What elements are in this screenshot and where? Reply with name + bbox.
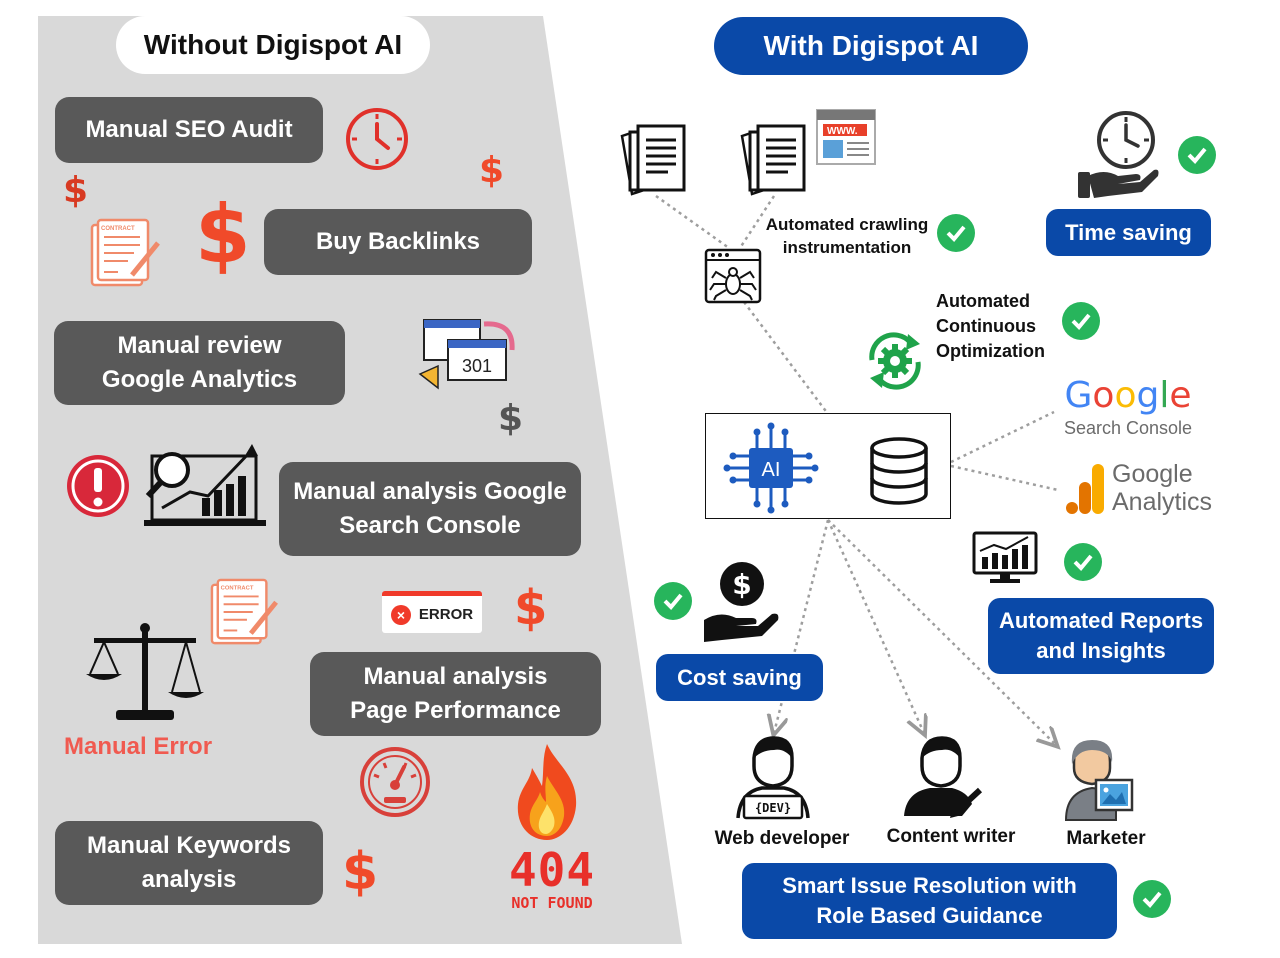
time-saving-clock-icon [1078, 111, 1159, 198]
time-saving-label: Time saving [1046, 209, 1211, 256]
manual-analysis-page-performance-label: Manual analysis Page Performance [310, 652, 601, 736]
check-icon [1064, 543, 1102, 581]
contract-icon: CONTRACT [210, 578, 278, 645]
svg-text:AI: AI [762, 459, 781, 481]
gear-cycle-icon [869, 332, 921, 390]
buy-backlinks-label: Buy Backlinks [264, 209, 532, 275]
marketer-label: Marketer [1066, 828, 1146, 849]
document-icon [740, 124, 806, 196]
redirect-301-icon: 301 [418, 319, 515, 390]
check-icon [654, 582, 692, 620]
spider-crawler-icon [704, 248, 762, 304]
google-wordmark: Google [1064, 375, 1192, 416]
reports-insights-label: Automated Reports and Insights [988, 598, 1214, 674]
growth-chart-icon [144, 444, 266, 526]
content-writer-icon [904, 736, 983, 818]
dollar-icon: $ [342, 842, 379, 902]
manual-analysis-gsc-label: Manual analysis Google Search Console [279, 462, 581, 556]
svg-text:CONTRACT: CONTRACT [221, 586, 254, 592]
manual-seo-audit-label: Manual SEO Audit [55, 97, 323, 163]
ai-chip-icon: AI [723, 422, 819, 514]
analytics-monitor-icon [972, 531, 1038, 583]
google-analytics-logo: Google Analytics [1064, 460, 1214, 516]
smart-issue-resolution-label: Smart Issue Resolution with Role Based G… [742, 863, 1117, 939]
svg-text:CONTRACT: CONTRACT [101, 226, 135, 232]
google-search-console-logo: Google Search Console [1058, 376, 1198, 439]
web-developer-label: Web developer [714, 828, 850, 849]
check-icon [1133, 880, 1171, 918]
scale-icon [86, 623, 204, 720]
search-console-text: Search Console [1063, 418, 1193, 438]
404-text: NOT FOUND [511, 894, 593, 912]
dollar-icon: $ [63, 170, 89, 211]
cost-saving-hand-icon: $ [704, 562, 779, 642]
developer-icon: {DEV} [736, 736, 810, 820]
manual-error-label: Manual Error [64, 733, 213, 760]
crawling-label: Automated crawling instrumentation [765, 215, 929, 257]
svg-text:301: 301 [462, 356, 492, 376]
404-icon: 404 NOT FOUND [492, 846, 612, 912]
error-x-icon: × [390, 604, 411, 625]
manual-keywords-analysis-label: Manual Keywords analysis [55, 821, 323, 905]
dollar-icon: $ [514, 580, 548, 636]
with-title: With Digispot AI [763, 30, 979, 61]
cost-saving-label: Cost saving [656, 654, 823, 701]
svg-text:WWW.: WWW. [827, 126, 858, 137]
without-title: Without Digispot AI [143, 29, 403, 60]
with-title-pill: With Digispot AI [714, 17, 1028, 75]
404-code: 404 [508, 843, 596, 897]
analytics-bars-icon [1066, 464, 1104, 514]
optimization-label: Automated Continuous Optimization [936, 291, 1045, 361]
analytics-product-text: Analytics [1112, 488, 1213, 516]
dollar-icon: $ [498, 398, 524, 439]
analytics-google-text: Google [1112, 460, 1193, 488]
error-badge-text: ERROR [418, 606, 474, 623]
database-icon [870, 437, 928, 505]
check-icon [937, 214, 975, 252]
check-icon [1178, 136, 1216, 174]
clock-icon [346, 108, 408, 170]
fire-icon [517, 744, 577, 840]
contract-icon: CONTRACT [90, 218, 160, 287]
error-badge-icon: × ERROR [382, 591, 482, 633]
alert-icon [67, 455, 129, 517]
manual-review-ga-label: Manual review Google Analytics [54, 321, 345, 405]
svg-text:$: $ [732, 568, 751, 601]
marketer-icon [1064, 740, 1134, 821]
document-icon [620, 124, 686, 196]
check-icon [1062, 302, 1100, 340]
without-title-pill: Without Digispot AI [116, 16, 430, 74]
content-writer-label: Content writer [886, 826, 1016, 847]
dollar-icon: $ [195, 188, 251, 281]
dollar-icon: $ [479, 150, 505, 191]
browser-www-icon: WWW. [816, 109, 876, 165]
speedometer-icon [360, 747, 430, 817]
svg-text:{DEV}: {DEV} [755, 801, 791, 815]
